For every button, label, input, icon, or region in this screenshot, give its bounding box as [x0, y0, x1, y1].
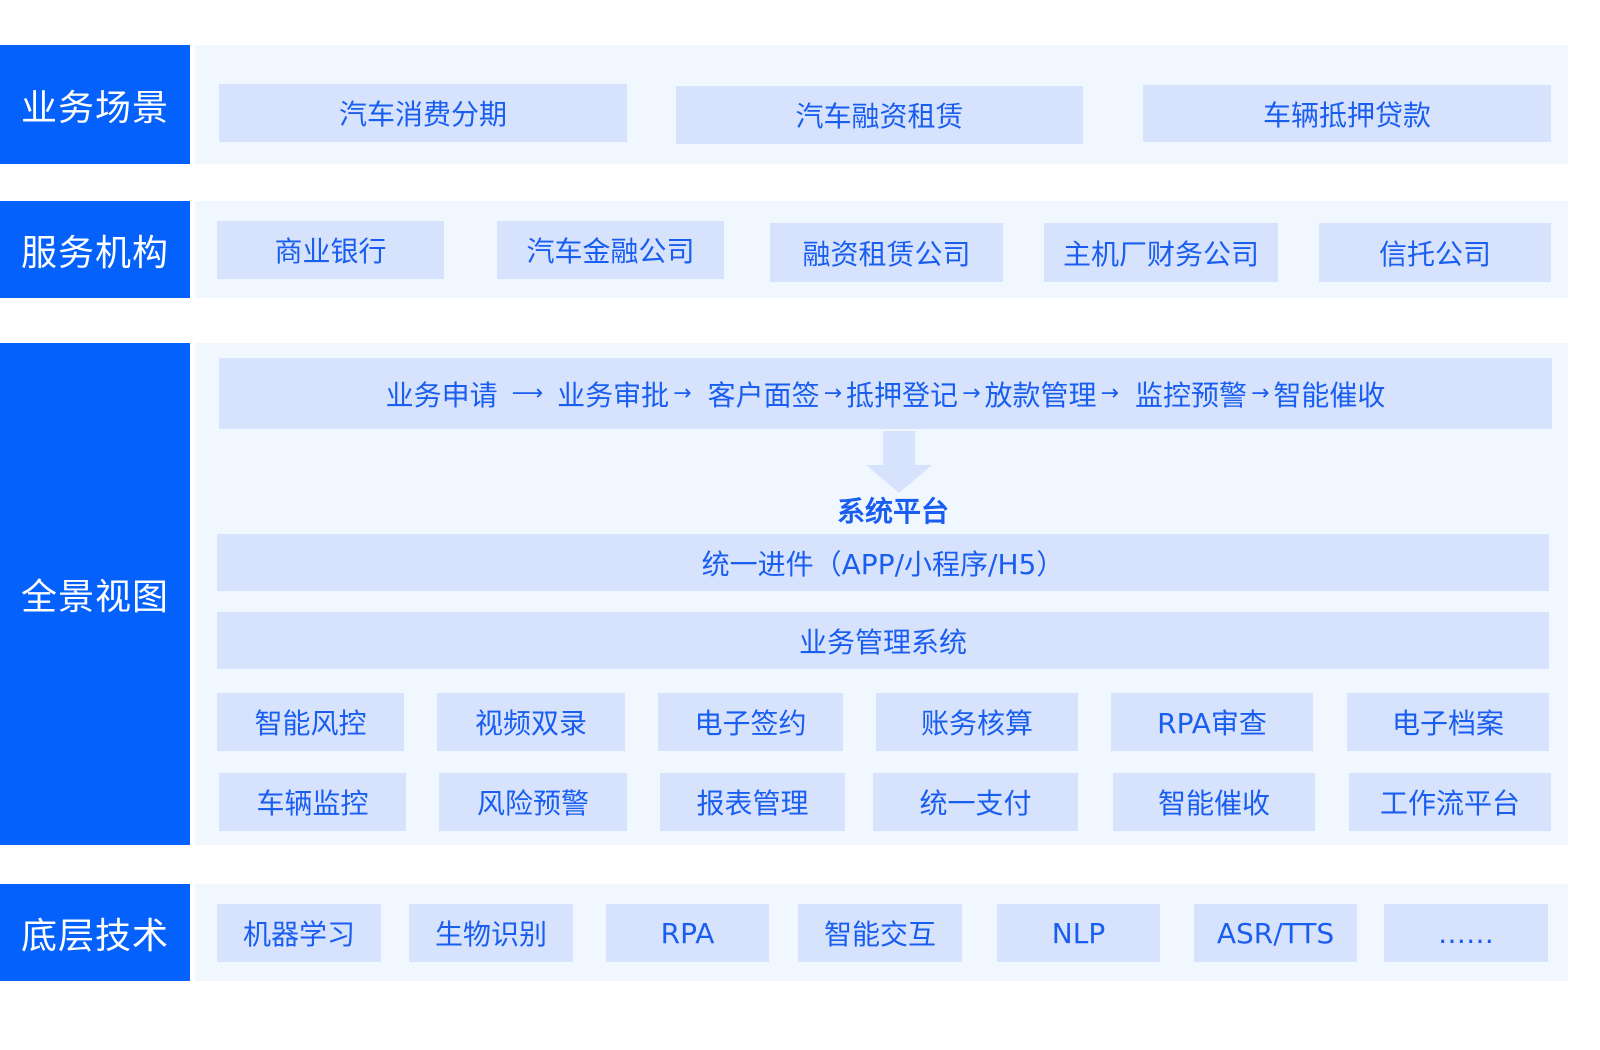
layer-label-underlying-tech: 底层技术 [0, 884, 190, 981]
arrow-down-icon [866, 431, 932, 493]
module-box: 统一支付 [873, 773, 1078, 831]
flow-step: 放款管理 [984, 378, 1097, 412]
flow-step: 抵押登记 [846, 378, 959, 412]
scenario-box: 车辆抵押贷款 [1143, 85, 1551, 142]
module-box: 电子档案 [1347, 693, 1549, 751]
module-box: 电子签约 [658, 693, 843, 751]
scenario-box: 汽车融资租赁 [676, 86, 1083, 144]
layer-label-service-institutions: 服务机构 [0, 201, 190, 298]
tech-box-more: …… [1384, 904, 1548, 962]
institution-box: 商业银行 [217, 221, 444, 279]
platform-title: 系统平台 [836, 495, 949, 528]
module-box: 智能催收 [1113, 773, 1315, 831]
tech-box: NLP [997, 904, 1160, 962]
flow-step: 监控预警 [1134, 378, 1247, 412]
tech-box: 智能交互 [798, 904, 962, 962]
arrow-right-icon: → [1100, 381, 1119, 406]
flow-step: 业务申请 [385, 378, 498, 412]
module-box: 账务核算 [876, 693, 1078, 751]
institution-box: 汽车金融公司 [497, 221, 724, 279]
business-flow: 业务申请 ⟶ 业务审批 → 客户面签 → 抵押登记 → 放款管理 → 监控预警 … [219, 358, 1552, 429]
arrow-right-icon: → [962, 381, 981, 406]
business-management-bar: 业务管理系统 [217, 612, 1549, 669]
institution-box: 融资租赁公司 [770, 223, 1003, 282]
module-box: RPA审查 [1111, 693, 1313, 751]
arrow-right-icon: → [1250, 381, 1270, 406]
tech-box: ASR/TTS [1194, 904, 1357, 962]
module-box: 工作流平台 [1349, 773, 1551, 831]
institution-box: 主机厂财务公司 [1044, 223, 1278, 282]
flow-step: 客户面签 [707, 378, 820, 412]
tech-box: RPA [606, 904, 769, 962]
module-box: 智能风控 [217, 693, 404, 751]
tech-box: 生物识别 [409, 904, 573, 962]
layer-label-panorama: 全景视图 [0, 343, 190, 845]
institution-box: 信托公司 [1319, 223, 1551, 282]
arrow-right-icon: → [673, 381, 692, 406]
unified-intake-bar: 统一进件（APP/小程序/H5） [217, 534, 1549, 591]
module-box: 车辆监控 [219, 773, 406, 831]
module-box: 视频双录 [437, 693, 625, 751]
module-box: 报表管理 [660, 773, 845, 831]
tech-box: 机器学习 [217, 904, 381, 962]
flow-step: 业务审批 [557, 378, 670, 412]
module-box: 风险预警 [439, 773, 627, 831]
scenario-box: 汽车消费分期 [219, 84, 627, 142]
layer-label-business-scenarios: 业务场景 [0, 45, 190, 164]
arrow-right-icon: → [823, 381, 843, 406]
arrow-right-icon: ⟶ [511, 381, 544, 406]
flow-step: 智能催收 [1273, 378, 1386, 412]
